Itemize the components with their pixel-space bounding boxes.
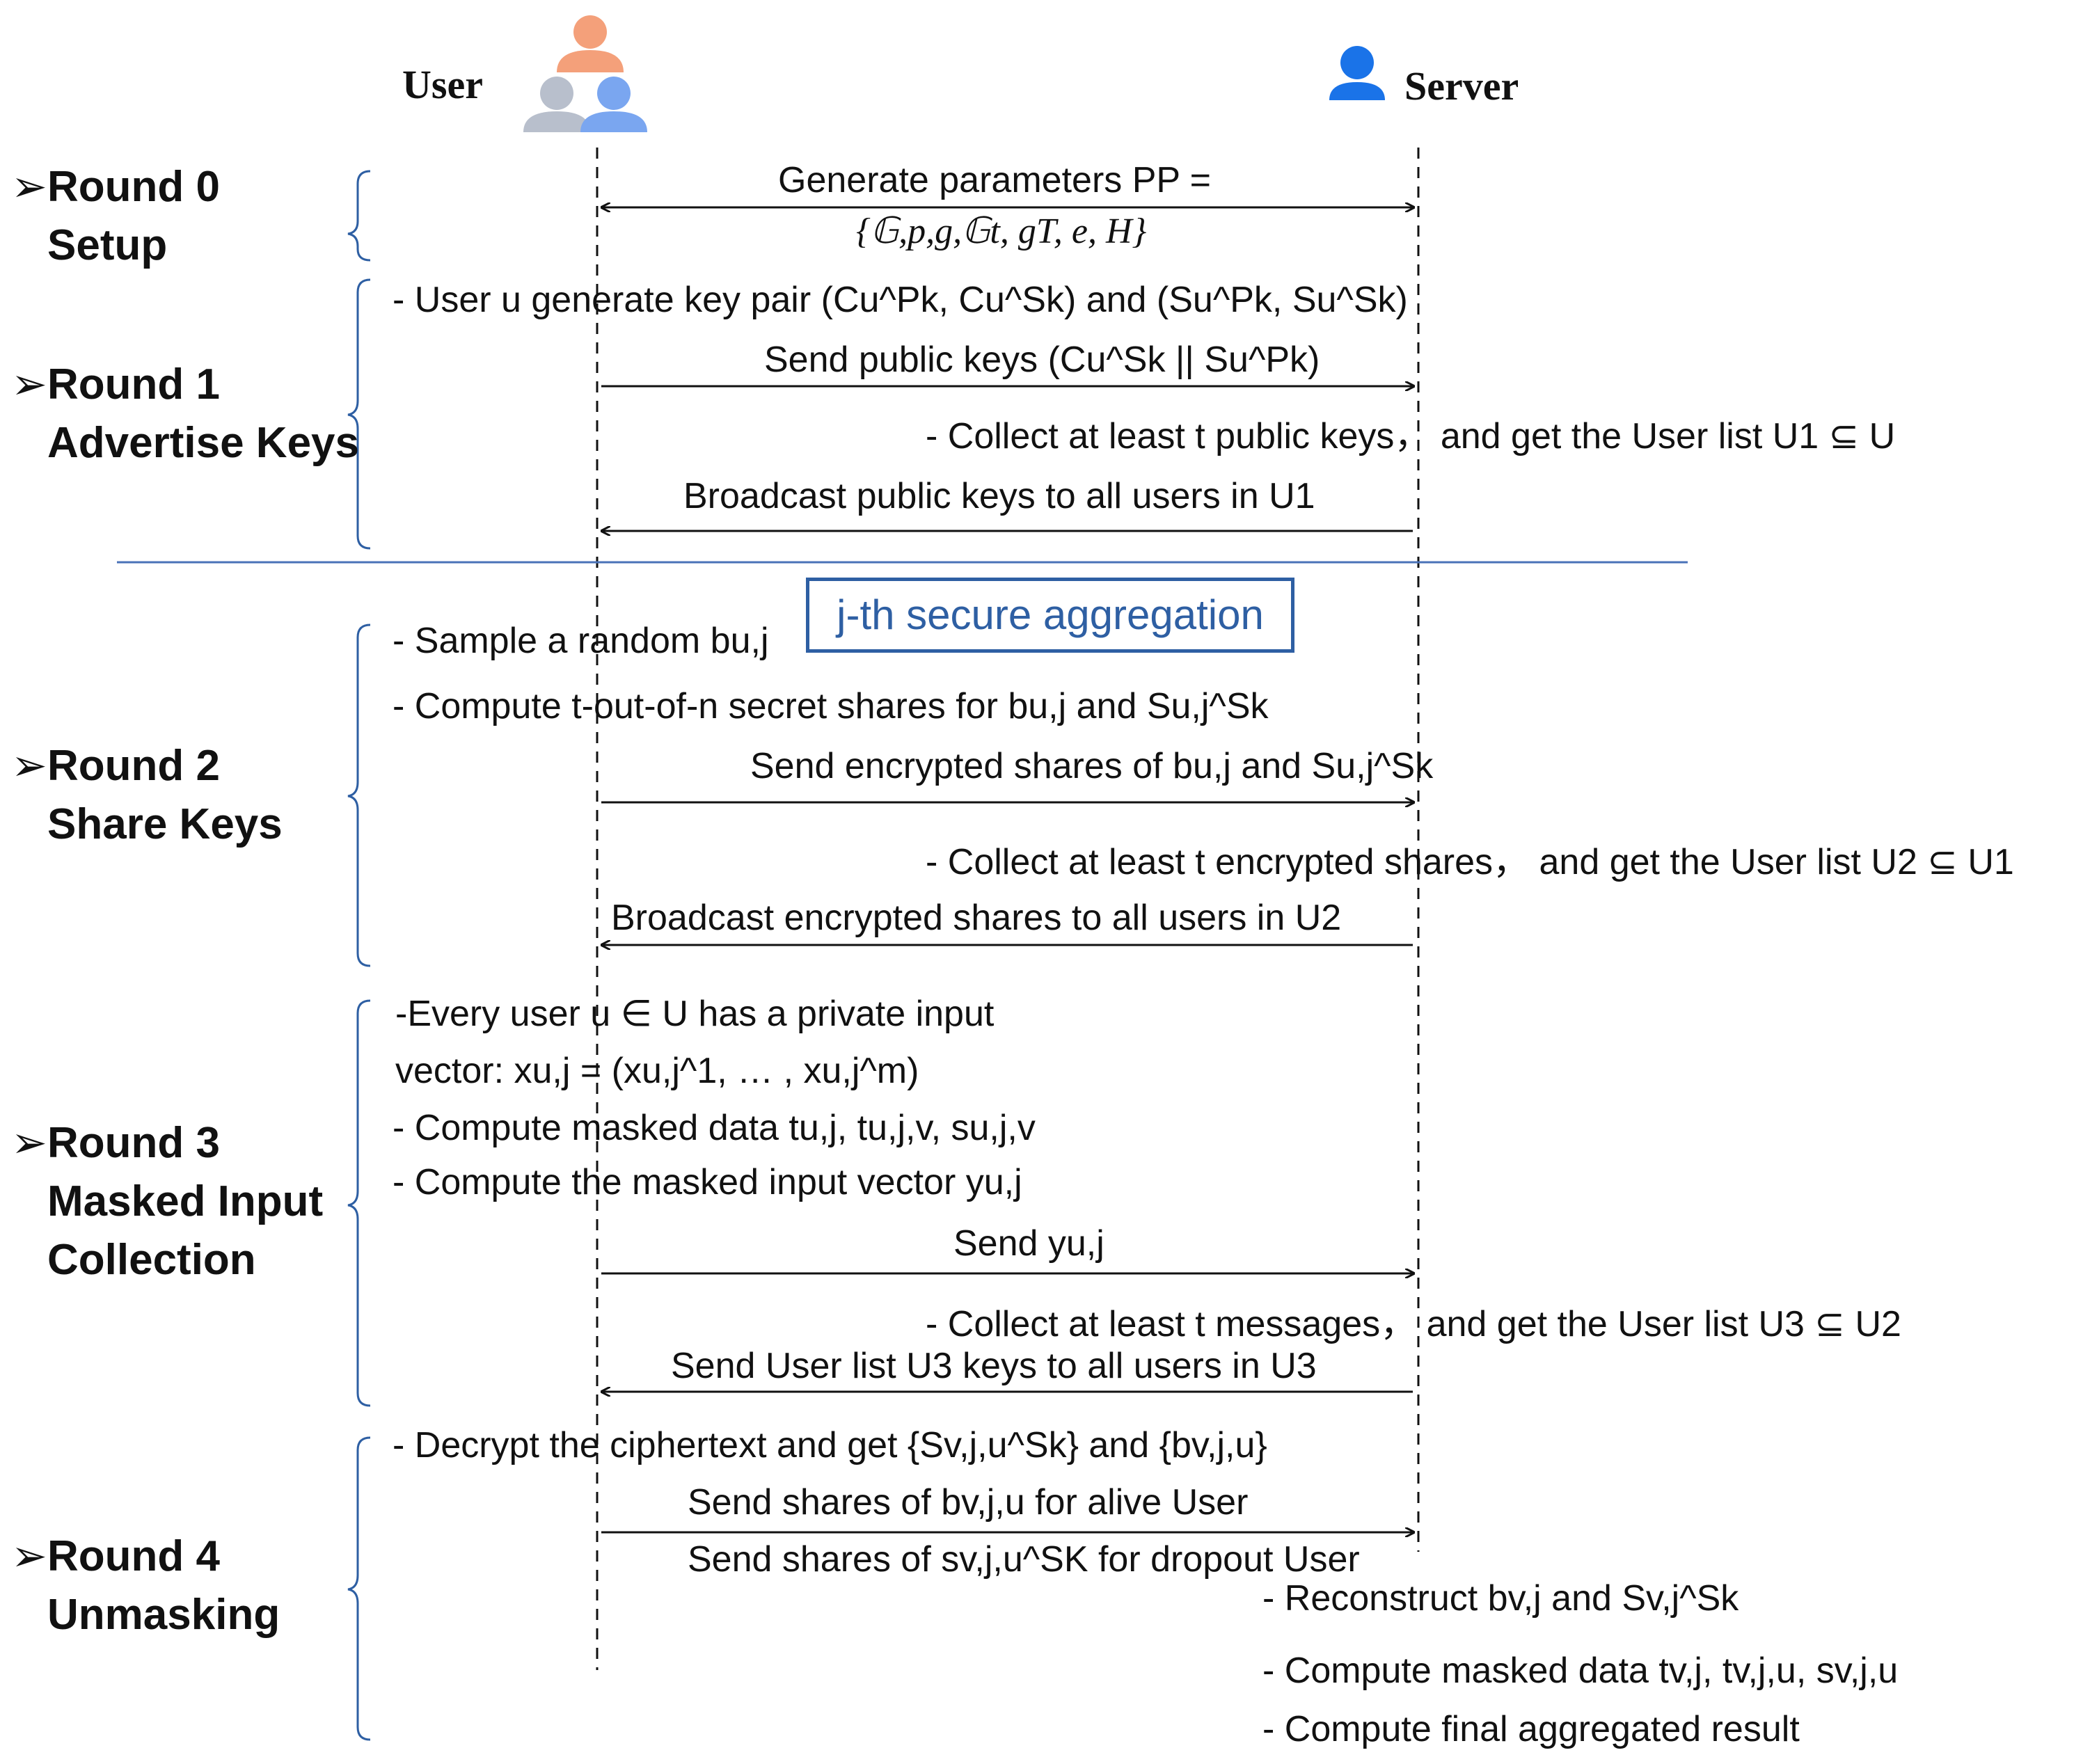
r1-send-public-keys: Send public keys (Cu^Sk || Su^Pk): [764, 340, 1320, 380]
user-group-icon: [523, 15, 647, 132]
round-2-label: ➢Round 2: [11, 742, 220, 790]
r0-parameters-text: {𝔾,p,g,𝔾t, gT, e, H}: [856, 212, 1147, 251]
r2-collect-shares: - Collect at least t encrypted shares， a…: [926, 842, 2014, 882]
r4-send-alive-shares: Send shares of bv,j,u for alive User: [688, 1482, 1249, 1523]
server-header: Server: [1404, 63, 1519, 109]
r4-reconstruct: - Reconstruct bv,j and Sv,j^Sk: [1262, 1578, 1739, 1619]
r1-generate-keypair: - User u generate key pair (Cu^Pk, Cu^Sk…: [393, 280, 1408, 320]
r3-every-user: -Every user u ∈ U has a private input: [395, 994, 995, 1034]
user-header: User: [402, 62, 483, 107]
r0-generate-text: Generate parameters PP =: [778, 160, 1211, 200]
r2-sample-random: - Sample a random bu,j: [393, 621, 769, 661]
r4-send-dropout-shares: Send shares of sv,j,u^SK for dropout Use…: [688, 1539, 1360, 1580]
r4-decrypt: - Decrypt the ciphertext and get {Sv,j,u…: [393, 1425, 1267, 1465]
round-2-sublabel: Share Keys: [47, 800, 283, 848]
round-3-sublabel-2: Collection: [47, 1236, 256, 1284]
r3-send-user-list: Send User list U3 keys to all users in U…: [671, 1346, 1317, 1386]
round-3-sublabel: Masked Input: [47, 1177, 324, 1225]
round-0-label: ➢Round 0: [11, 163, 220, 211]
r4-compute-masked-data: - Compute masked data tv,j, tv,j,u, sv,j…: [1262, 1651, 1899, 1691]
r2-broadcast-shares: Broadcast encrypted shares to all users …: [611, 898, 1342, 938]
round-1-label: ➢Round 1: [11, 360, 220, 408]
r1-collect-keys: - Collect at least t public keys， and ge…: [926, 416, 1896, 456]
round-4-sublabel: Unmasking: [47, 1591, 280, 1639]
r2-send-encrypted: Send encrypted shares of bu,j and Su,j^S…: [750, 746, 1434, 786]
round-braces: [347, 170, 371, 1741]
r3-collect-messages: - Collect at least t messages， and get t…: [926, 1304, 1901, 1344]
r3-compute-masked-data: - Compute masked data tu,j, tu,j,v, su,j…: [393, 1108, 1036, 1148]
r2-compute-shares: - Compute t-out-of-n secret shares for b…: [393, 686, 1269, 726]
r1-broadcast-keys: Broadcast public keys to all users in U1: [683, 476, 1315, 516]
round-4-label: ➢Round 4: [11, 1532, 220, 1580]
jth-secure-aggregation-box: j-th secure aggregation: [806, 578, 1294, 653]
server-person-icon: [1329, 46, 1385, 100]
r3-input-vector: vector: xu,j = (xu,j^1, … , xu,j^m): [395, 1051, 919, 1091]
r4-final-result: - Compute final aggregated result: [1262, 1709, 1800, 1749]
round-0-sublabel: Setup: [47, 221, 168, 269]
r3-send-y: Send yu,j: [953, 1223, 1104, 1264]
r3-compute-masked-input: - Compute the masked input vector yu,j: [393, 1162, 1022, 1202]
round-3-label: ➢Round 3: [11, 1119, 220, 1167]
round-1-sublabel: Advertise Keys: [47, 419, 360, 467]
